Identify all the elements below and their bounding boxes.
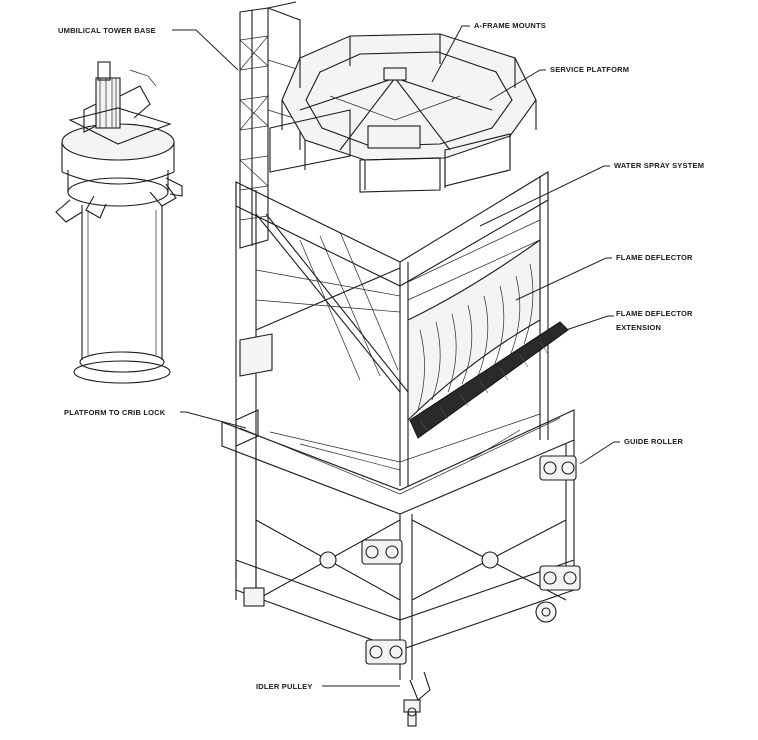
guide-rollers — [243, 455, 581, 665]
inset-cylinder-view — [55, 61, 183, 384]
label-idler-pulley: IDLER PULLEY — [256, 682, 313, 691]
label-umbilical-tower-base: UMBILICAL TOWER BASE — [58, 26, 156, 35]
idler-pulley — [403, 671, 431, 727]
label-a-frame-mounts: A-FRAME MOUNTS — [474, 21, 546, 30]
label-platform-to-crib-lock: PLATFORM TO CRIB LOCK — [64, 408, 166, 417]
flame-deflector-extension — [409, 321, 569, 439]
structure-left-face — [235, 182, 409, 590]
label-guide-roller: GUIDE ROLLER — [624, 437, 683, 446]
callout-labels: UMBILICAL TOWER BASE A-FRAME MOUNTS SERV… — [58, 21, 704, 691]
umbilical-tower — [239, 1, 301, 249]
label-flame-deflector: FLAME DEFLECTOR — [616, 253, 693, 262]
label-flame-deflector-extension-line1: FLAME DEFLECTOR — [616, 309, 693, 318]
leader-lines — [172, 25, 620, 687]
main-platform-structure — [221, 1, 581, 727]
label-service-platform: SERVICE PLATFORM — [550, 65, 629, 74]
flame-deflector — [407, 238, 541, 422]
label-flame-deflector-extension-line2: EXTENSION — [616, 323, 661, 332]
middle-platform — [221, 409, 575, 515]
label-water-spray-system: WATER SPRAY SYSTEM — [614, 161, 704, 170]
service-platform — [269, 33, 537, 193]
